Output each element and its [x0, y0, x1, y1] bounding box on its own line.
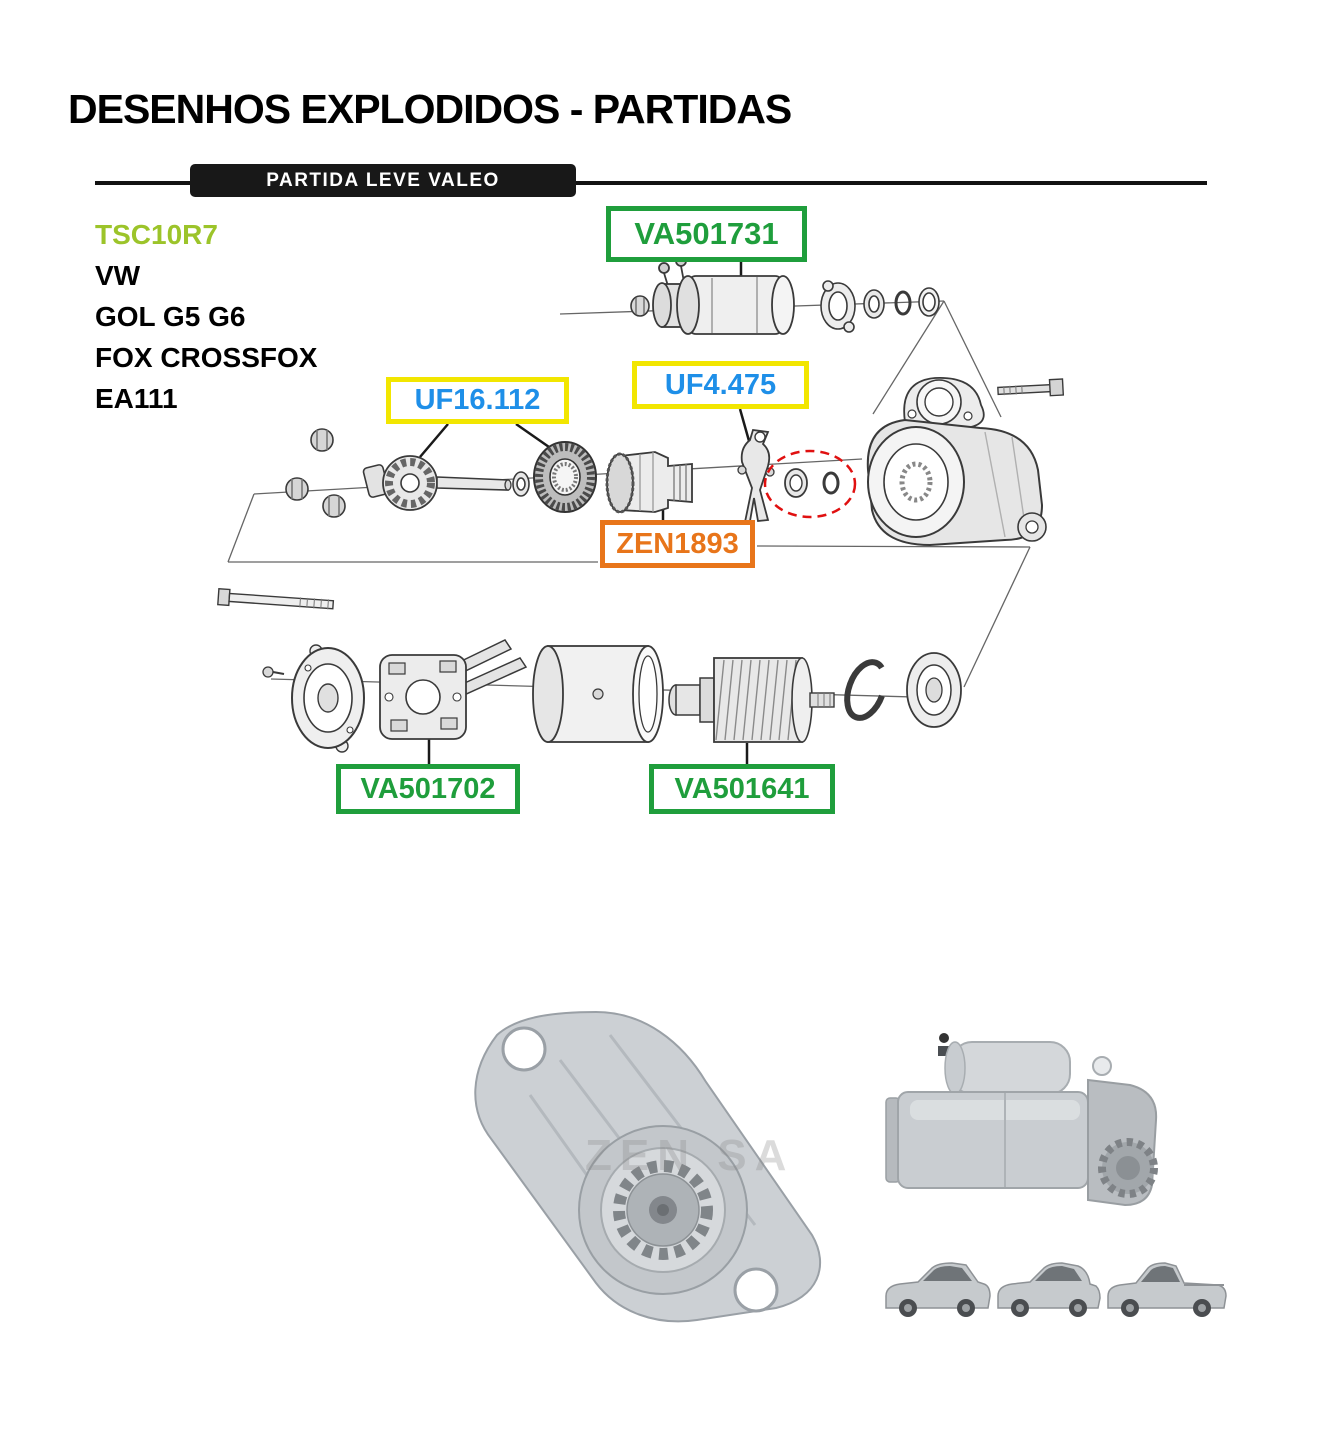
small-screw-part	[262, 666, 285, 678]
bearing-plate-part	[903, 377, 985, 429]
callout-bushing-kit: UF16.112	[386, 377, 569, 424]
callout-solenoid: VA501731	[606, 206, 807, 262]
spec-line-model-1: GOL G5 G6	[95, 301, 246, 332]
knurled-nut-parts	[285, 428, 346, 518]
snap-ring-part	[844, 659, 888, 721]
car-sedan	[885, 1262, 991, 1317]
callout-drive-bendix: ZEN1893	[600, 520, 755, 568]
seal-ring-part	[918, 287, 940, 317]
callout-armature: VA501641	[649, 764, 835, 814]
end-washer-part	[906, 652, 962, 728]
pinion-gear-part	[362, 455, 512, 511]
starter-side-photo	[885, 1033, 1158, 1207]
stop-washer-part	[512, 471, 530, 497]
washer-part	[863, 289, 885, 319]
solenoid-part	[652, 255, 795, 335]
car-pickup	[1107, 1262, 1227, 1317]
gasket-part	[820, 280, 856, 333]
engagement-lever-part	[737, 429, 775, 524]
callout-drive-bendix-label: ZEN1893	[616, 527, 739, 560]
spec-block: TSC10R7 VW GOL G5 G6 FOX CROSSFOX EA111	[95, 214, 317, 419]
callout-engagement-lever: UF4.475	[632, 361, 809, 409]
spec-line-model-2: FOX CROSSFOX	[95, 342, 318, 373]
car-hatch	[997, 1262, 1101, 1317]
callout-armature-label: VA501641	[674, 772, 810, 805]
housing-bolt-part	[997, 378, 1065, 397]
vehicle-thumbnails	[885, 1262, 1227, 1317]
end-cap-part	[291, 644, 365, 753]
oring-part	[894, 290, 912, 316]
red-highlight-ellipse	[763, 449, 857, 519]
section-banner: PARTIDA LEVE VALEO	[190, 164, 576, 197]
spec-line-brand: VW	[95, 260, 141, 291]
nut-part	[630, 295, 650, 317]
starter-front-photo: ZEN SA	[474, 1010, 822, 1323]
callout-brush-holder: VA501702	[336, 764, 520, 814]
spec-code: TSC10R7	[95, 219, 218, 250]
thrust-washers-part	[784, 468, 840, 498]
brush-holder-part	[379, 639, 528, 740]
through-bolt-part	[217, 587, 335, 610]
callout-bushing-kit-label: UF16.112	[414, 384, 541, 416]
field-housing-part	[532, 645, 664, 743]
armature-part	[668, 657, 835, 743]
callout-engagement-lever-label: UF4.475	[664, 368, 777, 401]
divider-line	[95, 181, 1207, 185]
callout-brush-holder-label: VA501702	[360, 772, 496, 805]
callout-solenoid-label: VA501731	[634, 216, 779, 251]
drive-housing-part	[866, 418, 1047, 547]
watermark-text: ZEN SA	[585, 1131, 794, 1180]
ring-gear-part	[533, 441, 597, 513]
bendix-drive-part	[605, 451, 693, 514]
spec-line-engine: EA111	[95, 383, 178, 414]
page-title: DESENHOS EXPLODIDOS - PARTIDAS	[68, 86, 792, 132]
